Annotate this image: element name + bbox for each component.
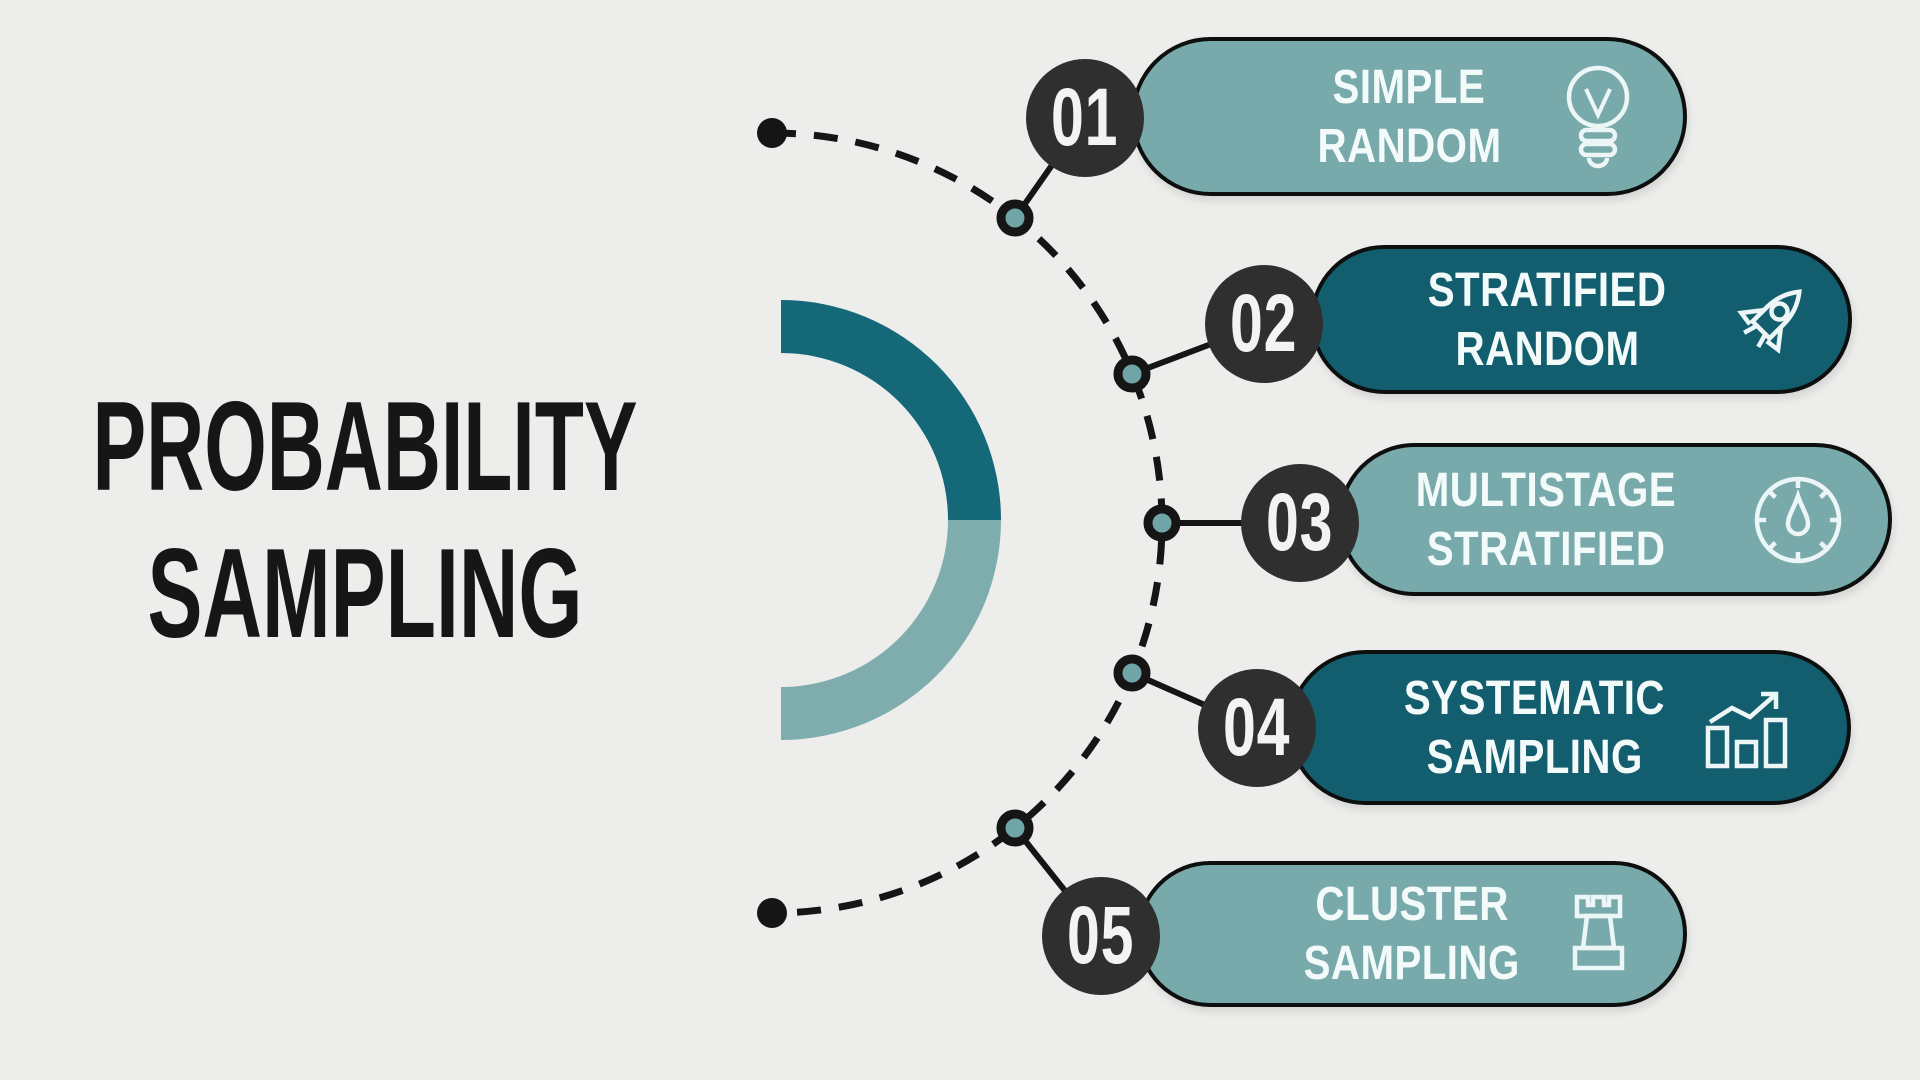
item-label-simple-random: SIMPLE RANDOM <box>1135 41 1683 192</box>
dashed-arc <box>771 129 1166 917</box>
item-pill-simple-random: SIMPLE RANDOM <box>1131 37 1687 196</box>
item-label-line: STRATIFIED <box>1426 522 1666 576</box>
step-number-text: 01 <box>1051 72 1119 163</box>
node-dot-05 <box>996 809 1034 847</box>
step-number-circle-05: 05 <box>1042 877 1160 995</box>
item-label-line: RANDOM <box>1317 119 1501 173</box>
chess-rook-icon <box>1561 888 1635 980</box>
bar-chart-icon <box>1698 682 1794 774</box>
item-pill-systematic-sampling: SYSTEMATIC SAMPLING <box>1288 650 1851 805</box>
step-number-text: 04 <box>1223 682 1291 773</box>
item-label-line: SAMPLING <box>1303 937 1521 990</box>
item-label-line: SIMPLE <box>1332 60 1486 114</box>
node-dot-04 <box>1113 654 1151 692</box>
step-number-text: 05 <box>1067 890 1135 981</box>
node-dot-03 <box>1143 504 1181 542</box>
page-title-line1: PROBABILITY <box>93 375 638 517</box>
step-number-circle-03: 03 <box>1241 464 1359 582</box>
node-dot-02 <box>1113 355 1151 393</box>
arc-endpoint-dot-top <box>757 118 787 148</box>
lightbulb-icon <box>1562 63 1634 171</box>
step-number-text: 02 <box>1230 278 1298 369</box>
page-title-line2: SAMPLING <box>148 522 583 664</box>
item-label-line: CLUSTER <box>1315 878 1509 931</box>
item-pill-cluster-sampling: CLUSTER SAMPLING <box>1137 861 1687 1007</box>
item-pill-stratified-random: STRATIFIED RANDOM <box>1310 245 1852 394</box>
item-label-line: SYSTEMATIC <box>1403 671 1666 725</box>
item-label-cluster-sampling: CLUSTER SAMPLING <box>1141 865 1683 1003</box>
semicircle-ring-top <box>781 300 1001 520</box>
item-label-stratified-random: STRATIFIED RANDOM <box>1280 249 1814 390</box>
semicircle-ring-bottom <box>781 520 1001 740</box>
step-number-circle-02: 02 <box>1205 265 1323 383</box>
item-label-line: STRATIFIED <box>1427 263 1667 317</box>
item-label-systematic-sampling: SYSTEMATIC SAMPLING <box>1257 654 1812 801</box>
item-label-multistage-stratified: MULTISTAGE STRATIFIED <box>1273 447 1819 592</box>
arc-endpoint-dot-bottom <box>757 898 787 928</box>
item-label-line: RANDOM <box>1455 322 1639 376</box>
step-number-text: 03 <box>1266 477 1334 568</box>
node-dot-01 <box>996 199 1034 237</box>
step-number-circle-01: 01 <box>1026 59 1144 177</box>
step-number-circle-04: 04 <box>1198 669 1316 787</box>
item-label-line: SAMPLING <box>1426 730 1643 784</box>
item-label-line: MULTISTAGE <box>1415 463 1677 517</box>
item-pill-multistage-stratified: MULTISTAGE STRATIFIED <box>1338 443 1892 596</box>
rocket-icon <box>1725 274 1817 366</box>
gauge-icon <box>1750 472 1846 568</box>
